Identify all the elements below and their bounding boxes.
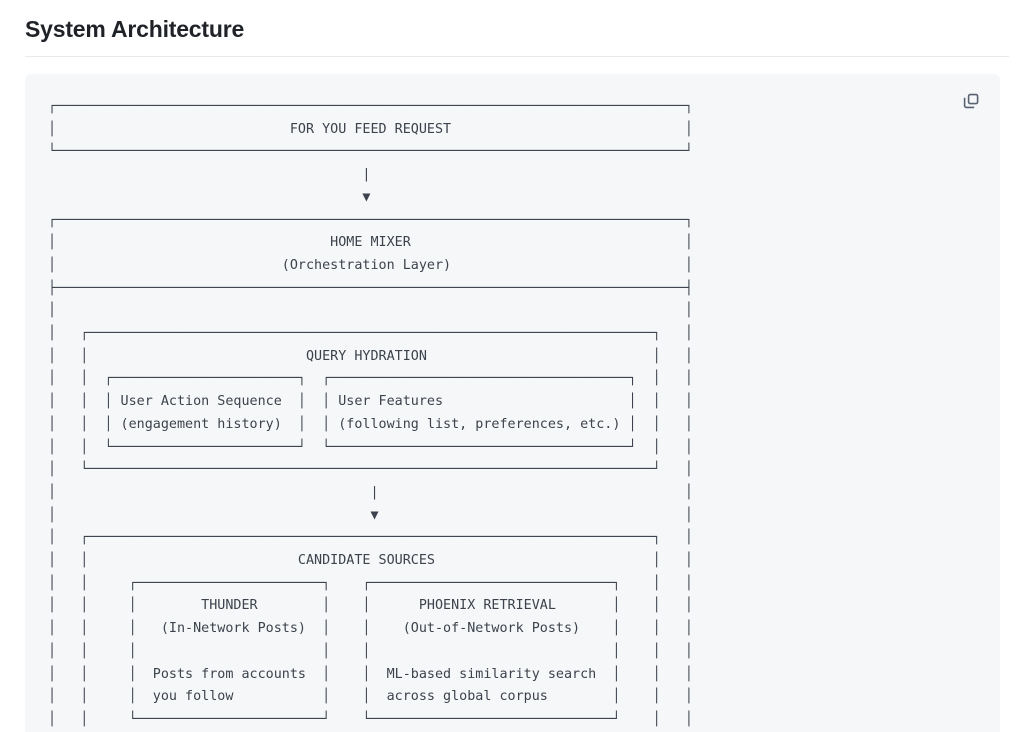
copy-icon[interactable] [956,86,986,116]
architecture-diagram-panel: ┌───────────────────────────────────────… [25,74,1000,732]
copy-icon-glyph [963,93,979,109]
page-header: System Architecture [0,0,1024,57]
ascii-architecture-art: ┌───────────────────────────────────────… [48,99,693,727]
page-title: System Architecture [25,16,245,42]
title-divider [25,56,1009,57]
